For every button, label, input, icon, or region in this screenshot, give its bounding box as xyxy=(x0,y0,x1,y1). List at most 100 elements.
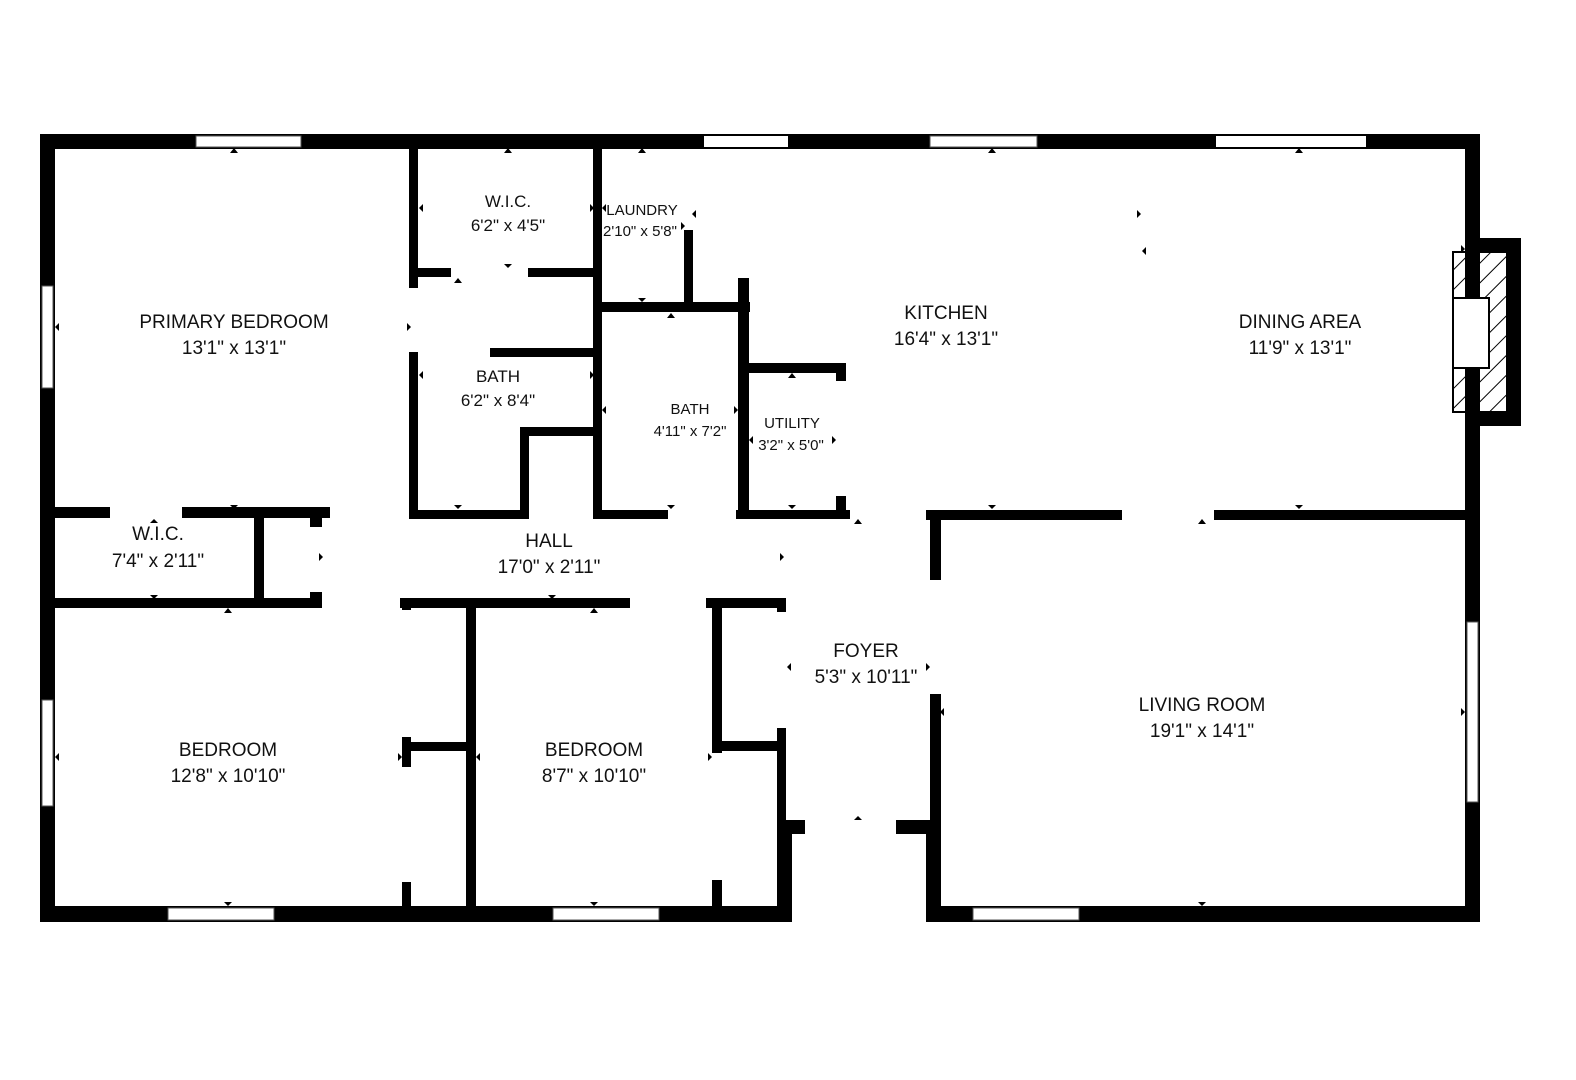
dim-foyer: 5'3" x 10'11" xyxy=(815,667,918,688)
label-dining-area: DINING AREA xyxy=(1239,312,1362,333)
marker xyxy=(224,608,232,613)
marker xyxy=(590,371,594,379)
wall-living-left-bottom xyxy=(930,694,941,922)
wall-closet-right-outer xyxy=(777,598,786,612)
wall-closet-center xyxy=(466,598,476,914)
wall-hall-north-1 xyxy=(40,507,110,518)
marker xyxy=(788,505,796,509)
marker xyxy=(692,210,696,218)
wall-primary-right-top xyxy=(409,148,418,288)
marker xyxy=(55,323,59,331)
marker xyxy=(667,313,675,318)
label-kitchen: KITCHEN xyxy=(904,303,987,324)
label-hall: HALL xyxy=(525,531,573,552)
marker xyxy=(1137,210,1141,218)
marker xyxy=(788,373,796,378)
wall-primary-right-bottom xyxy=(409,352,418,517)
wall-closet-right-shelf xyxy=(712,741,784,751)
marker xyxy=(681,222,685,230)
dimension-markers xyxy=(55,148,1465,906)
wall-hall-north-4 xyxy=(593,510,668,519)
marker xyxy=(638,148,646,153)
wall-bottom-left xyxy=(40,906,792,922)
wall-hall-north-2 xyxy=(182,507,330,518)
interior-walls xyxy=(40,148,1480,922)
dim-wic-hall: 7'4" x 2'11" xyxy=(112,551,204,572)
dim-utility: 3'2" x 5'0" xyxy=(758,437,824,454)
marker xyxy=(504,148,512,153)
marker xyxy=(988,505,996,509)
fireplace-wall-right xyxy=(1507,238,1521,426)
dim-bath-primary: 6'2" x 8'4" xyxy=(461,391,535,410)
window-kitchen-top-2 xyxy=(929,135,1038,148)
marker xyxy=(454,278,462,283)
dim-dining-area: 11'9" x 13'1" xyxy=(1249,338,1352,359)
marker xyxy=(780,553,784,561)
wall-closet-left-bottom xyxy=(402,882,411,914)
wall-wic-hall-door-post-2 xyxy=(310,592,322,608)
dim-bath-hall: 4'11" x 7'2" xyxy=(654,423,727,440)
dim-bedroom-mid: 8'7" x 10'10" xyxy=(542,766,646,787)
wall-closet-left-mid xyxy=(402,737,411,767)
wall-utility-right-bottom xyxy=(836,496,846,518)
label-bath-primary: BATH xyxy=(476,367,520,386)
marker xyxy=(1198,902,1206,906)
wall-hall-north-5 xyxy=(736,510,850,519)
marker xyxy=(150,595,158,599)
window-primary-left xyxy=(41,285,54,389)
wall-foyer-left xyxy=(777,820,792,922)
wall-closet-right-left xyxy=(712,598,722,753)
wall-living-left-top xyxy=(930,510,941,580)
marker xyxy=(1295,505,1303,509)
fireplace xyxy=(1452,251,1508,413)
marker xyxy=(407,323,411,331)
marker xyxy=(590,204,594,212)
window-bedroom-left xyxy=(41,699,54,807)
label-primary-bedroom: PRIMARY BEDROOM xyxy=(139,312,328,333)
label-bath-hall: BATH xyxy=(671,401,710,418)
dim-hall: 17'0" x 2'11" xyxy=(498,557,601,578)
dim-kitchen: 16'4" x 13'1" xyxy=(894,329,998,350)
marker xyxy=(504,264,512,268)
wall-wic-bottom-right xyxy=(528,268,600,277)
marker xyxy=(832,436,836,444)
marker xyxy=(419,204,423,212)
wall-living-top-1 xyxy=(926,510,1122,520)
wall-bath-closet-top xyxy=(520,427,600,436)
label-wic-primary: W.I.C. xyxy=(485,192,531,211)
wall-foyer-stub-right xyxy=(896,820,941,834)
marker xyxy=(398,753,402,761)
dim-laundry: 2'10" x 5'8" xyxy=(603,223,677,240)
wall-closet-left-top xyxy=(402,598,411,610)
marker xyxy=(1461,708,1465,716)
dim-wic-primary: 6'2" x 4'5" xyxy=(471,216,545,235)
wall-laundry-bottom xyxy=(600,302,750,312)
marker xyxy=(230,505,238,509)
wall-wic-hall-right xyxy=(254,515,264,607)
wall-bath-shelf xyxy=(490,348,600,357)
marker xyxy=(590,608,598,613)
label-living-room: LIVING ROOM xyxy=(1139,695,1266,716)
marker xyxy=(787,663,791,671)
wall-living-top-2 xyxy=(1214,510,1480,520)
label-bedroom-left: BEDROOM xyxy=(179,740,277,761)
dim-living-room: 19'1" x 14'1" xyxy=(1150,721,1254,742)
marker xyxy=(940,708,944,716)
marker xyxy=(1198,519,1206,524)
window-bedroom-mid-bottom xyxy=(552,907,660,921)
wall-wic-laundry xyxy=(593,148,602,518)
window-foyer-door xyxy=(805,822,896,832)
wall-bath-closet-left xyxy=(520,427,529,517)
windows xyxy=(41,135,1479,921)
wall-utility-top xyxy=(738,363,846,373)
wall-wic-hall-bottom xyxy=(40,598,322,608)
wall-closet-right-outer-bottom xyxy=(777,728,786,820)
window-living-right xyxy=(1466,621,1479,803)
marker xyxy=(734,406,738,414)
wall-closet-right-left-bottom xyxy=(712,880,722,912)
fireplace-box xyxy=(1452,297,1490,369)
marker xyxy=(230,148,238,153)
marker xyxy=(319,553,323,561)
marker xyxy=(926,663,930,671)
